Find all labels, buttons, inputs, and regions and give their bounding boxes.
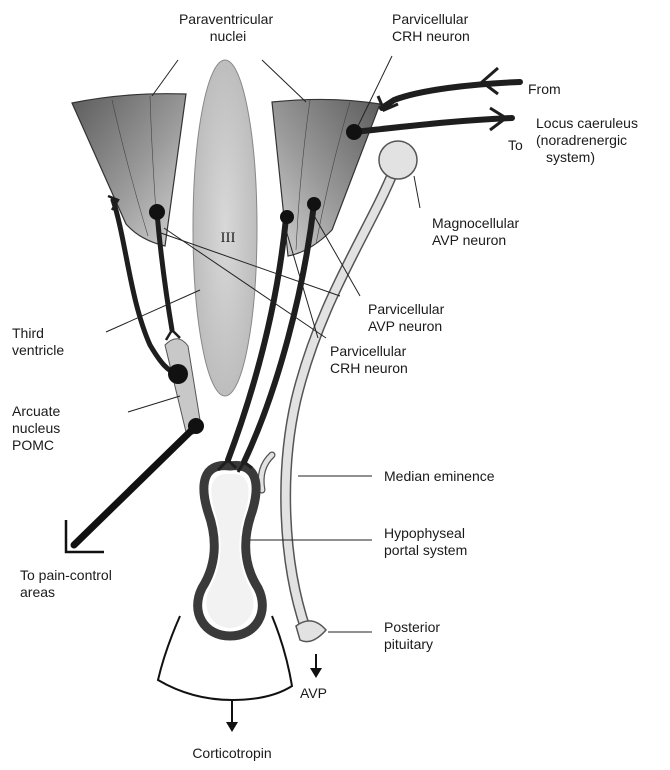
corticotropin-output-arrow [226,700,238,732]
posterior-pituitary-label: Posterior pituitary [384,619,444,652]
leader-lines [105,55,421,633]
noradrenergic-fiber-to-arcuate [107,194,188,384]
from-label: From [528,81,561,97]
pomc-projection [64,418,204,554]
parvicellular-axons-to-portal [216,197,321,473]
to-label: To [508,137,523,153]
magnocellular-avp-neuron [257,140,418,643]
parvicellular-crh-label-mid: Parvicellular CRH neuron [330,343,410,376]
third-ventricle-label: Third ventricle [12,325,64,358]
third-ventricle-numeral: III [221,230,236,246]
locus-caeruleus-label: Locus caeruleus (noradrenergic system) [536,115,642,165]
median-eminence-label: Median eminence [384,468,495,484]
arcuate-nucleus-label: Arcuate nucleus POMC [12,403,64,453]
locus-caeruleus-fibers [346,66,523,140]
third-ventricle-shape [192,59,258,397]
corticotropin-label: Corticotropin [192,745,271,761]
crh-to-arcuate-neuron [149,204,181,341]
anterior-pituitary-outline [156,615,294,702]
pain-control-label: To pain-control areas [20,567,116,600]
paraventricular-nuclei-label: Paraventricular nuclei [179,11,277,44]
hypophyseal-portal-system [193,461,267,641]
parvicellular-crh-neuron-label-top: Parvicellular CRH neuron [392,11,472,44]
avp-output-arrow [310,654,322,678]
magnocellular-avp-label: Magnocellular AVP neuron [432,215,523,248]
hypophyseal-portal-label: Hypophyseal portal system [384,525,469,558]
left-paraventricular-nucleus [71,93,187,247]
parvicellular-avp-label: Parvicellular AVP neuron [368,301,448,334]
avp-output-label: AVP [300,685,327,701]
